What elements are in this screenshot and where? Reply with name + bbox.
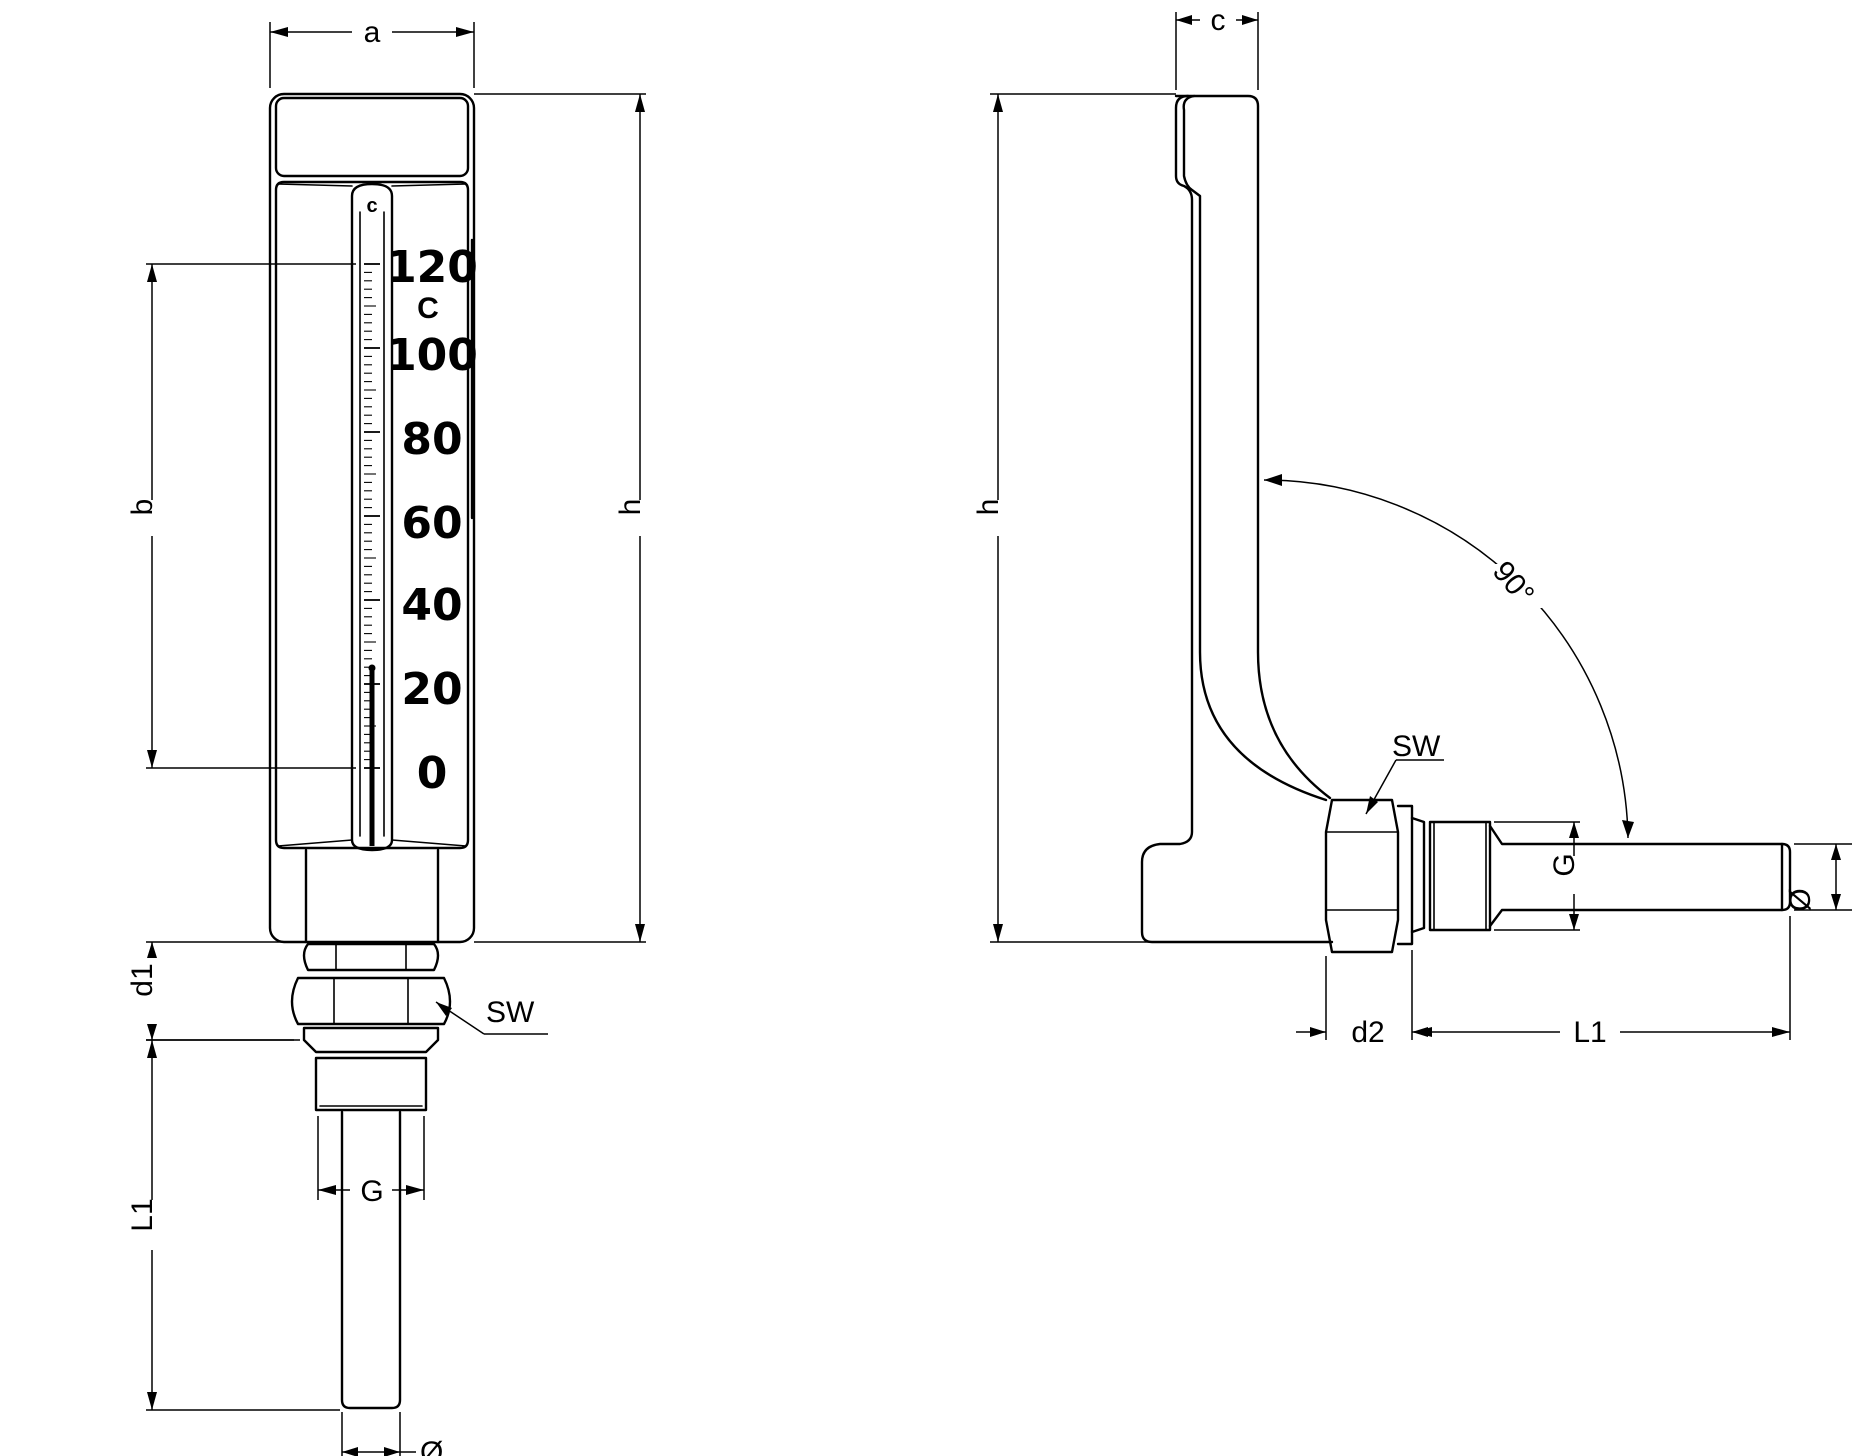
svg-text:L1: L1 xyxy=(1573,1016,1606,1049)
dimension-h-front: h xyxy=(474,93,647,943)
scale-number-60: 60 xyxy=(401,498,462,549)
small-hex-nut-facets xyxy=(335,943,407,971)
label-sw-front: SW xyxy=(435,996,548,1035)
label-sw-side: SW xyxy=(1365,730,1444,815)
dimension-c: c xyxy=(1175,4,1259,90)
side-thread-edges xyxy=(1433,821,1487,931)
side-collar-step xyxy=(1410,816,1426,934)
side-housing-back xyxy=(1182,94,1328,802)
side-collar xyxy=(1396,804,1414,946)
svg-text:G: G xyxy=(1548,853,1581,876)
side-thread xyxy=(1428,820,1492,932)
dimension-g-front: G xyxy=(317,1116,425,1208)
dimension-diameter-front: Ø xyxy=(341,1412,443,1456)
dimension-g-side: G xyxy=(1494,821,1581,931)
svg-text:d2: d2 xyxy=(1351,1016,1384,1049)
dimension-d1: d1 xyxy=(126,941,300,1041)
side-view: c h 90° SW xyxy=(972,4,1852,1049)
dimension-b: b xyxy=(126,263,356,769)
dimension-angle: 90° xyxy=(1263,474,1634,839)
side-hex-nut xyxy=(1324,798,1400,954)
glass-tube xyxy=(350,182,394,852)
side-housing-front xyxy=(1174,94,1332,800)
svg-text:d1: d1 xyxy=(126,963,159,996)
scale-number-40: 40 xyxy=(401,580,462,631)
housing-top-cap xyxy=(274,96,470,178)
side-stem-end xyxy=(1780,842,1792,912)
svg-text:h: h xyxy=(972,499,1005,516)
svg-text:c: c xyxy=(1211,4,1226,37)
svg-text:Ø: Ø xyxy=(420,1436,443,1456)
side-housing-outline xyxy=(1140,94,1334,944)
dimension-d2: d2 xyxy=(1296,950,1430,1049)
large-hex-nut xyxy=(290,976,452,1026)
front-view: c C 120 100 80 60 40 20 0 xyxy=(126,16,647,1456)
dimension-l1-front: L1 xyxy=(126,1039,340,1411)
stem xyxy=(340,1110,402,1410)
housing-neck xyxy=(304,848,440,944)
scale-unit-top: c xyxy=(366,195,377,217)
dimension-l1-side: L1 xyxy=(1414,916,1791,1049)
side-hex-nut-facets xyxy=(1325,831,1399,911)
svg-text:h: h xyxy=(614,499,647,516)
side-taper xyxy=(1488,824,1784,928)
collar xyxy=(302,1026,440,1054)
scale-number-120: 120 xyxy=(386,242,478,293)
svg-text:SW: SW xyxy=(1392,730,1441,763)
scale-window-panel xyxy=(274,180,470,850)
scale-number-80: 80 xyxy=(401,414,462,465)
svg-text:G: G xyxy=(360,1175,383,1208)
glass-tube-inner xyxy=(359,211,385,837)
scale-number-100: 100 xyxy=(386,330,478,381)
svg-text:a: a xyxy=(364,16,381,49)
svg-text:b: b xyxy=(126,499,159,516)
large-hex-nut-facets xyxy=(333,977,409,1025)
small-hex-nut xyxy=(302,942,440,972)
svg-text:SW: SW xyxy=(486,996,535,1029)
scale-number-20: 20 xyxy=(401,664,462,715)
scale-unit-label: C xyxy=(417,292,439,325)
dimension-diameter-side: Ø xyxy=(1784,843,1852,912)
mercury-bulb xyxy=(368,664,376,672)
svg-text:L1: L1 xyxy=(126,1198,159,1231)
thread xyxy=(314,1056,428,1112)
scale-board-bottom-edge xyxy=(277,839,467,847)
dimension-h-side: h xyxy=(972,93,1176,943)
scale-board-top-edge xyxy=(277,183,467,187)
svg-text:Ø: Ø xyxy=(1784,888,1817,911)
dimension-a: a xyxy=(269,16,475,88)
scale-ticks xyxy=(364,263,380,769)
scale-number-0: 0 xyxy=(417,748,448,799)
housing-outline xyxy=(268,92,476,944)
